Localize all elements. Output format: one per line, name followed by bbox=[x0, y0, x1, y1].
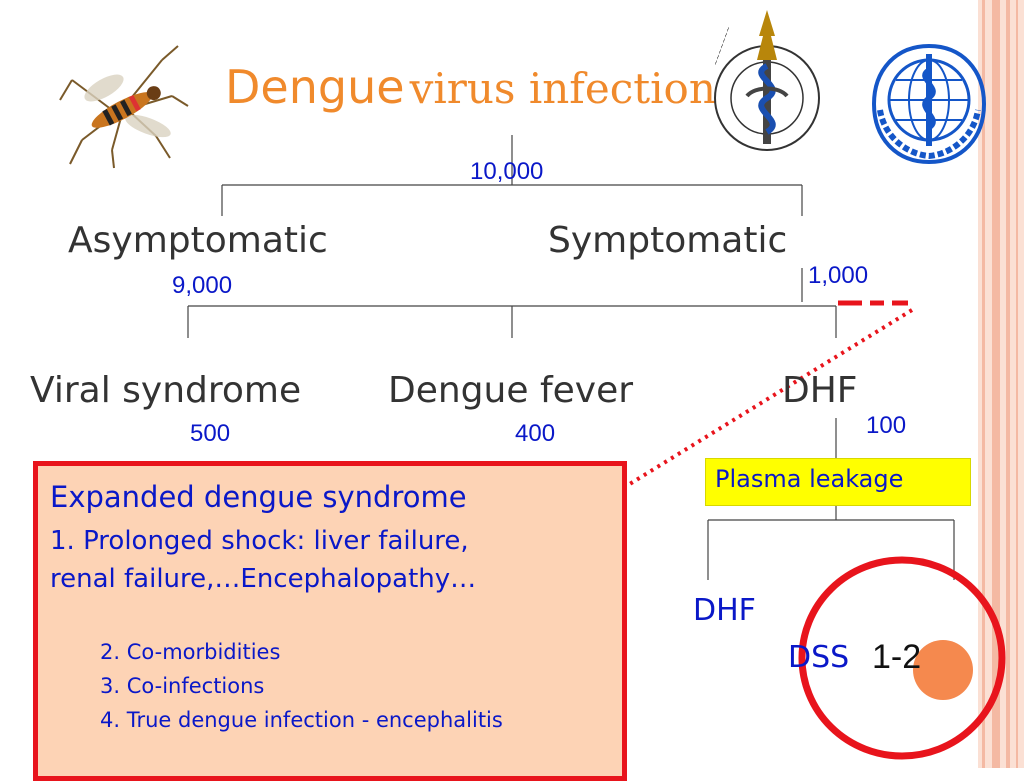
institute-seal-icon: ~~~~~~~ bbox=[711, 10, 820, 151]
node-dhf: DHF bbox=[782, 370, 858, 411]
expanded-box-item3: 3. Co-infections bbox=[100, 674, 265, 698]
viral-syndrome-count: 500 bbox=[190, 420, 231, 447]
expanded-box-item4: 4. True dengue infection - encephalitis bbox=[100, 708, 503, 732]
node-viral-syndrome: Viral syndrome bbox=[30, 370, 302, 411]
expanded-box-line2: renal failure,…Encephalopathy… bbox=[50, 564, 477, 594]
side-stripe bbox=[992, 0, 1000, 768]
asymptomatic-count: 9,000 bbox=[172, 272, 233, 299]
side-stripe bbox=[982, 0, 985, 768]
side-stripe bbox=[1006, 0, 1010, 768]
node-dengue-fever: Dengue fever bbox=[388, 370, 634, 411]
mosquito-icon bbox=[59, 45, 189, 169]
plasma-leakage-badge: Plasma leakage bbox=[705, 458, 971, 506]
dss-count: 1-2 bbox=[872, 638, 922, 676]
side-stripe bbox=[1016, 0, 1018, 768]
highlight-circle bbox=[798, 556, 1006, 760]
plasma-leakage-label: Plasma leakage bbox=[715, 465, 904, 493]
title-virus-infection: virus infection bbox=[409, 64, 716, 113]
expanded-box-line1: 1. Prolonged shock: liver failure, bbox=[50, 526, 469, 556]
node-asymptomatic: Asymptomatic bbox=[68, 220, 328, 261]
expanded-box-title: Expanded dengue syndrome bbox=[50, 480, 467, 514]
symptomatic-count: 1,000 bbox=[808, 262, 869, 289]
node-symptomatic: Symptomatic bbox=[548, 220, 788, 261]
dengue-fever-count: 400 bbox=[515, 420, 556, 447]
node-dhf-sub: DHF bbox=[693, 593, 756, 628]
title-dengue: Dengue bbox=[225, 60, 405, 114]
orange-dot bbox=[913, 640, 973, 700]
expanded-box-item2: 2. Co-morbidities bbox=[100, 640, 281, 664]
dhf-count: 100 bbox=[866, 412, 907, 439]
expanded-dengue-box: Expanded dengue syndrome 1. Prolonged sh… bbox=[33, 461, 627, 781]
total-count: 10,000 bbox=[470, 158, 544, 185]
page-title: Dengue virus infection bbox=[225, 60, 716, 114]
node-dss: DSS bbox=[788, 640, 850, 675]
who-logo-icon bbox=[872, 43, 987, 165]
